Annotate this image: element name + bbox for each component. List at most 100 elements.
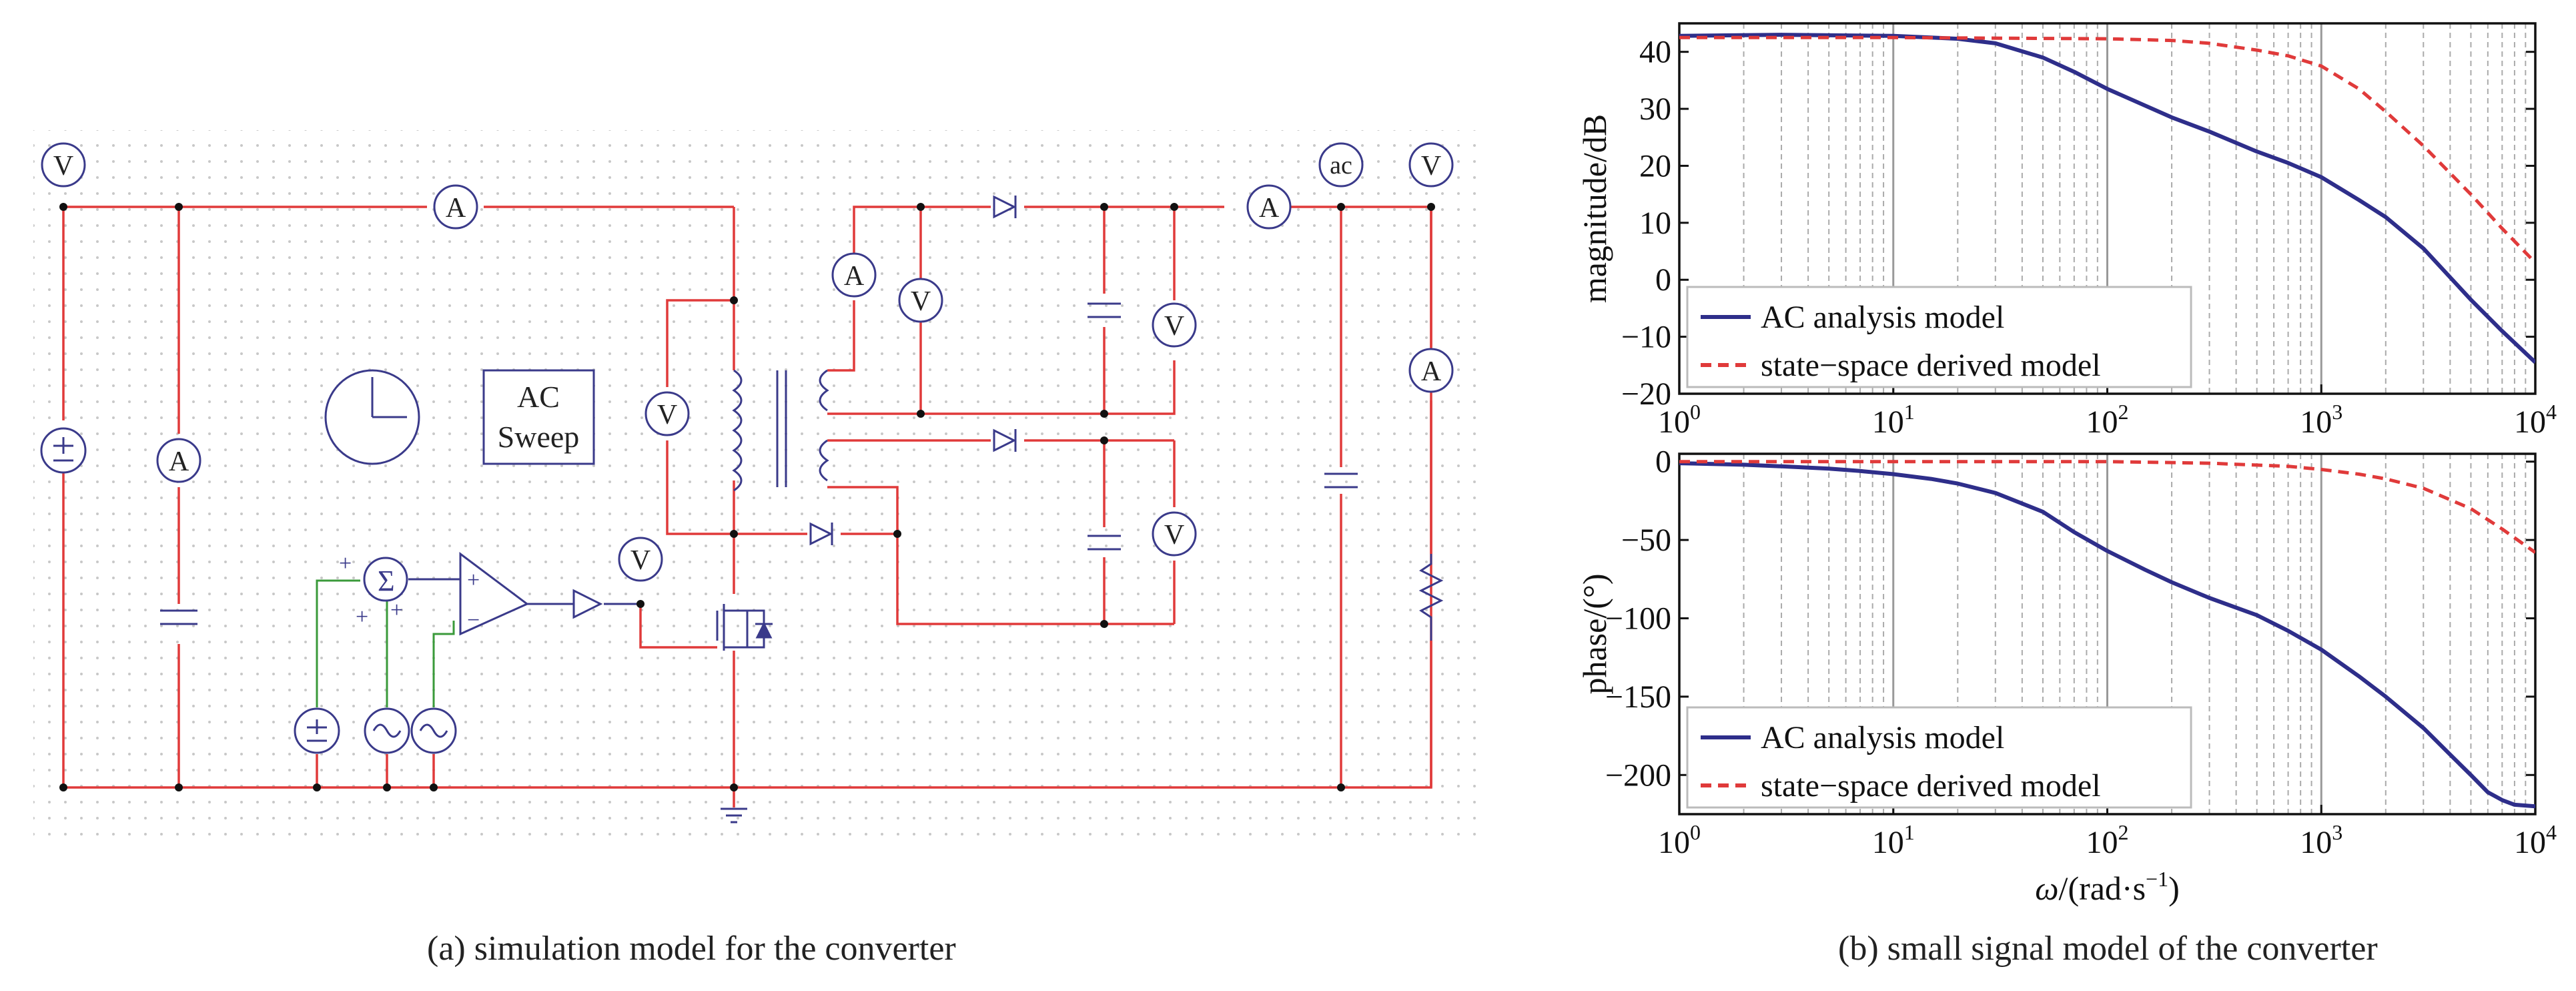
voltmeter-cap-lower: V: [1152, 511, 1197, 557]
load-resistor: [1418, 554, 1444, 641]
mosfet: [716, 604, 773, 651]
schematic-panel: Σ AC Sweep + − + + + V A A V V A V V V A ac…: [33, 130, 1481, 844]
input-capacitor: [160, 609, 197, 625]
comparator: [459, 552, 529, 636]
diode-middle: [993, 428, 1017, 452]
ammeter-output: A: [1246, 184, 1292, 230]
svg-text:A: A: [844, 261, 865, 292]
svg-text:V: V: [1164, 520, 1184, 551]
caption-b: (b) small signal model of the converter: [1838, 930, 2378, 968]
x-tick-label: 101: [1872, 820, 1915, 860]
voltmeter-input: V: [41, 142, 86, 188]
y-tick-label: −150: [1605, 679, 1671, 715]
clock-icon: [324, 369, 420, 465]
cap-output: [1324, 472, 1358, 488]
svg-text:V: V: [1164, 311, 1184, 342]
x-tick-label: 100: [1658, 820, 1701, 860]
gate-driver: [572, 589, 603, 619]
transformer: [732, 369, 829, 492]
x-tick-label: 103: [2300, 400, 2342, 440]
svg-text:A: A: [1259, 193, 1280, 224]
svg-text:A: A: [1421, 356, 1442, 387]
caption-a: (a) simulation model for the converter: [427, 930, 956, 968]
ac-source-1: [364, 707, 410, 754]
y-axis-label: phase/(°): [1576, 573, 1613, 694]
svg-text:V: V: [911, 286, 931, 317]
diode-lower: [809, 522, 833, 546]
summer: Σ: [363, 557, 408, 602]
wires: [62, 206, 1432, 807]
y-tick-label: −100: [1605, 601, 1671, 637]
voltmeter-output: V: [1408, 142, 1454, 188]
svg-text:A: A: [169, 446, 189, 477]
signs: + − + + +: [339, 551, 480, 633]
series-line-0: [1679, 461, 2535, 809]
legend-box: [1686, 706, 2192, 809]
components: Σ: [40, 195, 1444, 823]
svg-text:+: +: [339, 551, 352, 576]
svg-text:V: V: [630, 545, 651, 576]
voltmeter-primary: V: [645, 391, 690, 436]
junctions: [59, 203, 1435, 791]
legend-label: AC analysis model: [1761, 720, 2004, 755]
ac-source-2: [410, 707, 457, 754]
y-axis-label: magnitude/dB: [1576, 114, 1613, 303]
ammeter-secondary: A: [831, 252, 877, 298]
svg-text:ac: ac: [1330, 151, 1352, 180]
phase-plot: −200 −150 −100 −50 0 100 101 102 103 104 phase/(°)…: [1576, 444, 2557, 907]
legend-label: AC analysis model: [1761, 300, 2004, 335]
svg-text:+: +: [390, 598, 403, 623]
svg-text:V: V: [657, 400, 677, 430]
x-axis-label: ω/(rad·s−1): [2035, 867, 2180, 907]
control-wires: [316, 579, 455, 707]
x-tick-label: 101: [1872, 400, 1915, 440]
y-tick-label: 40: [1639, 35, 1671, 70]
y-tick-label: −20: [1621, 376, 1671, 412]
x-tick-label: 104: [2514, 820, 2557, 860]
y-tick-label: −200: [1605, 757, 1671, 793]
grid-background: [33, 130, 1481, 844]
meters: V A A V V A V V V A ac V A: [41, 142, 1454, 582]
x-tick-label: 102: [2086, 400, 2129, 440]
y-tick-label: 20: [1639, 148, 1671, 184]
dc-source: [40, 427, 87, 474]
control-signal-wires: [408, 578, 640, 605]
ammeter-input-cap: A: [156, 438, 201, 483]
y-tick-label: −50: [1621, 523, 1671, 558]
svg-text:A: A: [446, 193, 466, 224]
svg-text:−: −: [467, 608, 480, 633]
legend-label: state−space derived model: [1761, 768, 2101, 803]
y-tick-label: 0: [1655, 262, 1671, 298]
ac-sweep-label-1: AC: [517, 380, 560, 414]
legend-box: [1686, 286, 2192, 388]
ammeter-input-line: A: [433, 184, 478, 230]
magnitude-plot: −20 −10 0 10 20 30 40 100 101 102 103 104 magnitude/…: [1576, 22, 2557, 440]
x-tick-label: 103: [2300, 820, 2342, 860]
svg-text:+: +: [356, 605, 368, 629]
svg-text:V: V: [1421, 151, 1441, 182]
cap-lower: [1088, 535, 1121, 551]
cap-upper: [1088, 302, 1121, 318]
ac-perturbation-meter: ac: [1318, 142, 1364, 188]
ground-symbol: [721, 807, 747, 823]
x-tick-label: 102: [2086, 820, 2129, 860]
legend-label: state−space derived model: [1761, 348, 2101, 383]
ac-sweep-label-2: Sweep: [498, 420, 580, 454]
ammeter-load: A: [1408, 348, 1454, 393]
voltmeter-gate: V: [618, 537, 663, 582]
voltmeter-cap-upper: V: [1152, 302, 1197, 348]
x-tick-label: 100: [1658, 400, 1701, 440]
y-tick-label: 30: [1639, 91, 1671, 127]
svg-text:Σ: Σ: [378, 565, 395, 597]
y-tick-label: 0: [1655, 444, 1671, 480]
ac-sweep-box: [482, 369, 595, 465]
svg-text:+: +: [467, 568, 480, 593]
x-tick-label: 104: [2514, 400, 2557, 440]
svg-text:V: V: [53, 151, 73, 182]
series-line-1: [1679, 35, 2535, 264]
y-tick-label: 10: [1639, 206, 1671, 241]
voltmeter-secondary: V: [898, 278, 943, 323]
diode-upper: [993, 195, 1017, 219]
y-tick-label: −10: [1621, 320, 1671, 355]
